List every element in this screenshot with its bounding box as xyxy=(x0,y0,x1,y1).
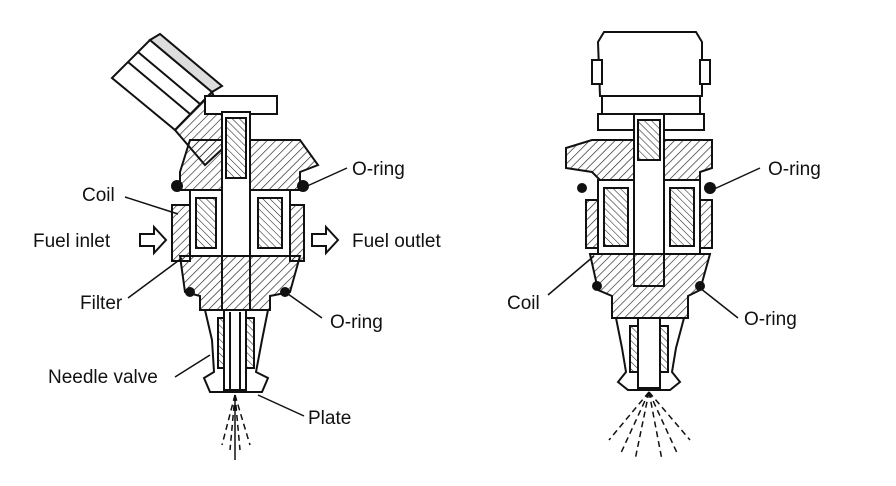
left-labels: O-ring Coil Fuel inlet Fuel outlet Filte… xyxy=(33,159,441,429)
label-plate: Plate xyxy=(308,408,351,429)
label-o-ring-bottom-left: O-ring xyxy=(330,312,383,333)
right-spray xyxy=(608,391,691,461)
label-o-ring-bottom-right: O-ring xyxy=(744,309,797,330)
right-lower-body xyxy=(588,253,712,319)
left-lower-body xyxy=(178,255,302,311)
label-o-ring-top-right: O-ring xyxy=(768,159,821,180)
left-injector xyxy=(110,32,340,460)
label-fuel-inlet: Fuel inlet xyxy=(33,231,111,252)
label-coil-right: Coil xyxy=(507,293,540,314)
left-fuel-outlet-arrow xyxy=(311,224,340,256)
label-filter: Filter xyxy=(80,293,123,314)
label-fuel-outlet: Fuel outlet xyxy=(352,231,441,252)
label-coil-left: Coil xyxy=(82,185,115,206)
label-needle-valve: Needle valve xyxy=(48,367,158,388)
right-labels: O-ring Coil O-ring xyxy=(507,159,821,330)
left-fuel-inlet-arrow xyxy=(139,224,168,256)
right-connector xyxy=(596,31,703,97)
right-injector xyxy=(565,31,716,461)
left-spray xyxy=(221,394,251,460)
label-o-ring-top-left: O-ring xyxy=(352,159,405,180)
